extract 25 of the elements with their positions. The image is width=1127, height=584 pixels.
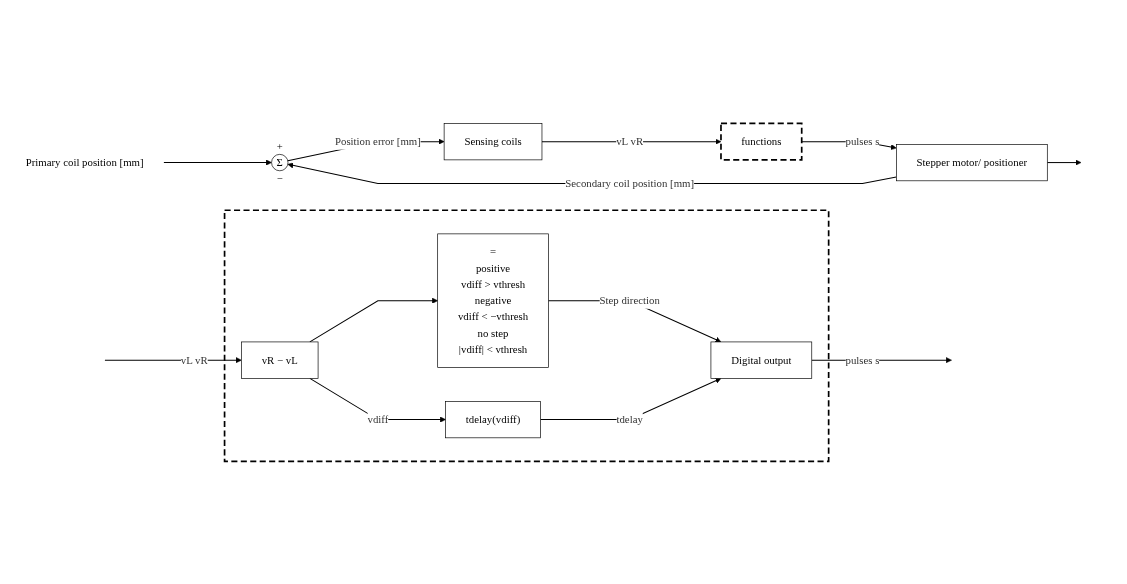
edge-label: vL vR: [616, 135, 644, 147]
edge-label: pulses s: [845, 135, 880, 147]
arrow: [309, 377, 446, 423]
node-box: Stepper motor/ positioner: [896, 143, 1048, 181]
node-circle: Σ: [271, 153, 289, 171]
node-box: functions: [720, 122, 803, 161]
edge-label: vdiff: [367, 413, 389, 425]
edge-label: vL vR: [180, 353, 208, 366]
edge-label: Step direction: [599, 294, 660, 306]
arrow: [1046, 159, 1082, 166]
node-box: = positive vdiff > vthresh negative vdiff < −vthresh no step |vdiff| < vthresh: [437, 233, 549, 368]
arrow: [309, 297, 438, 342]
node-label: −: [276, 172, 283, 184]
cluster: [223, 208, 830, 462]
node-label: +: [276, 139, 283, 152]
arrow: [163, 159, 272, 166]
edge-label: pulses s: [845, 353, 880, 366]
node-text: Primary coil position [mm]: [25, 156, 144, 168]
node-box: Sensing coils: [443, 122, 543, 160]
edge-label: Position error [mm]: [334, 135, 421, 147]
edge-label: Secondary coil position [mm]: [565, 176, 695, 189]
node-box: Digital output: [710, 341, 813, 379]
edge-label: tdelay: [616, 413, 643, 425]
node-box: vR − vL: [241, 341, 319, 379]
node-box: tdelay(vdiff): [445, 400, 541, 438]
